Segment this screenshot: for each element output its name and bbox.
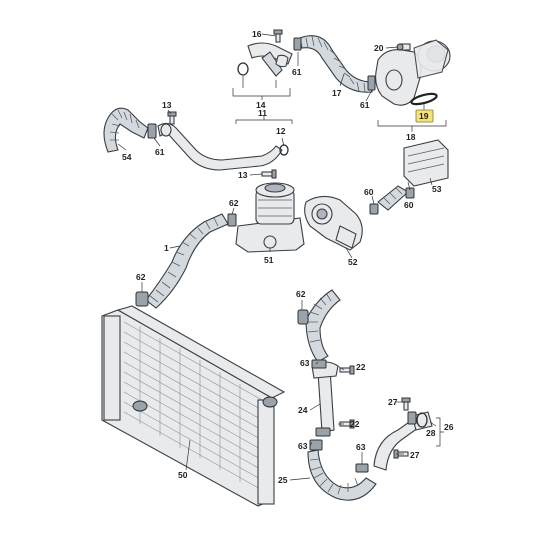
coolant-hose-1 bbox=[145, 213, 229, 309]
screw-13-mid bbox=[261, 169, 277, 179]
part-label-61-right: 61 bbox=[360, 100, 370, 110]
part-label-60-lower: 60 bbox=[404, 200, 414, 210]
part-label-62-left: 62 bbox=[136, 272, 146, 282]
coolant-hose-54 bbox=[103, 107, 149, 153]
water-pump-52 bbox=[304, 195, 363, 251]
part-label-53: 53 bbox=[432, 184, 442, 194]
part-label-11: 11 bbox=[258, 108, 267, 118]
part-label-19: 19 bbox=[419, 111, 429, 121]
part-label-1: 1 bbox=[164, 243, 169, 253]
part-label-14: 14 bbox=[256, 100, 266, 110]
part-label-61-top: 61 bbox=[292, 67, 302, 77]
coolant-pipe-24 bbox=[311, 359, 339, 437]
part-label-24: 24 bbox=[298, 405, 308, 415]
clamp-63-lower bbox=[355, 463, 369, 473]
part-label-62-right: 62 bbox=[296, 289, 306, 299]
oil-cooler-53 bbox=[403, 139, 449, 187]
part-label-22-upper: 22 bbox=[356, 362, 366, 372]
coolant-hose-17 bbox=[299, 35, 373, 93]
part-label-61-left: 61 bbox=[155, 147, 165, 157]
screw-13-top bbox=[167, 111, 177, 125]
screw-27-upper bbox=[401, 397, 411, 411]
part-label-50: 50 bbox=[178, 470, 188, 480]
part-label-22-lower: 22 bbox=[350, 419, 360, 429]
part-label-54: 54 bbox=[122, 152, 132, 162]
part-label-26: 26 bbox=[444, 422, 454, 432]
leader-lines bbox=[117, 33, 447, 481]
coolant-hose-62-right bbox=[297, 289, 341, 363]
radiator-50 bbox=[101, 305, 286, 507]
part-label-13-top: 13 bbox=[162, 100, 172, 110]
screw-16 bbox=[273, 29, 283, 43]
coolant-pipe-11 bbox=[157, 122, 289, 171]
part-label-20: 20 bbox=[374, 43, 384, 53]
part-label-62-mid: 62 bbox=[229, 198, 239, 208]
part-label-28: 28 bbox=[426, 428, 436, 438]
part-label-52: 52 bbox=[348, 257, 358, 267]
clamp-61-top bbox=[293, 37, 302, 51]
oil-filter-housing-51 bbox=[235, 182, 305, 253]
clamp-62-left bbox=[135, 291, 149, 307]
screw-22-upper bbox=[339, 365, 355, 375]
coolant-hose-25 bbox=[307, 439, 377, 501]
clamp-61-left bbox=[147, 123, 157, 139]
thermostat-housing-18 bbox=[367, 39, 451, 106]
radiator-core bbox=[123, 321, 263, 491]
part-label-63-mid: 63 bbox=[298, 441, 308, 451]
part-label-25: 25 bbox=[278, 475, 288, 485]
part-label-27-lower: 27 bbox=[410, 450, 420, 460]
part-label-18: 18 bbox=[406, 132, 416, 142]
coolant-hose-60 bbox=[369, 185, 415, 215]
screw-20 bbox=[396, 43, 411, 51]
part-label-19-highlight-box bbox=[415, 109, 434, 123]
part-label-27-upper: 27 bbox=[388, 397, 398, 407]
part-label-13-mid: 13 bbox=[238, 170, 248, 180]
o-ring-14-left bbox=[237, 62, 249, 76]
coolant-pipe-26 bbox=[373, 411, 433, 471]
part-label-63-lower: 63 bbox=[356, 442, 366, 452]
part-label-16: 16 bbox=[252, 29, 262, 39]
part-label-51: 51 bbox=[264, 255, 274, 265]
part-label-17: 17 bbox=[332, 88, 342, 98]
part-label-60-upper: 60 bbox=[364, 187, 374, 197]
part-label-12: 12 bbox=[276, 126, 286, 136]
coolant-pipe-14 bbox=[247, 42, 293, 77]
clamp-62-mid bbox=[227, 213, 237, 227]
part-label-63-upper: 63 bbox=[300, 358, 310, 368]
part-labels: 16 14 61 17 61 20 18 19 11 12 13 13 54 6… bbox=[122, 29, 454, 485]
o-ring-19-highlighted bbox=[410, 92, 438, 106]
